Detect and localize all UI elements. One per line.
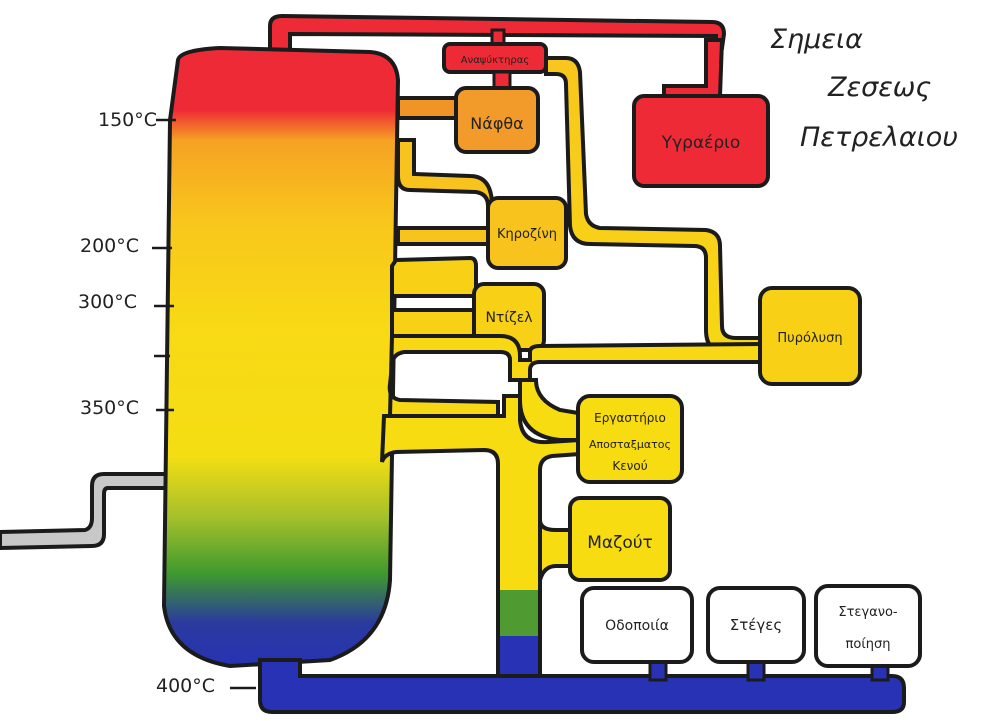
waterproof-label-line1: Στεγανο- — [838, 605, 898, 620]
temp-label-200: 200°C — [80, 235, 139, 257]
road-box — [580, 586, 694, 664]
temperature-ticks — [152, 118, 256, 690]
pyrolysis-box — [758, 286, 862, 386]
mazut-box — [568, 496, 672, 582]
distillation-column — [161, 45, 401, 669]
bottom-outlet-pipe — [258, 658, 906, 714]
waterproof-box — [814, 584, 922, 668]
kerosene-pipe — [396, 138, 494, 246]
temp-label-150: 150°C — [98, 109, 157, 131]
title-line1: Σημεια — [770, 24, 863, 55]
temp-label-400: 400°C — [156, 675, 215, 697]
vacuum-feed-pipe — [518, 378, 586, 442]
title-line3: Πετρελαιου — [800, 122, 958, 153]
diesel-label: Ντίζελ — [485, 310, 532, 326]
road-label: Οδοποιία — [605, 618, 669, 634]
naphtha-pipe — [396, 96, 458, 120]
lower-manifold — [380, 394, 582, 622]
lpg-box — [632, 94, 770, 188]
mazut-label: Μαζούτ — [587, 533, 653, 553]
kerosene-label: Κηροζίνη — [497, 227, 557, 242]
vacuum-label-line1: Εργαστήριο — [594, 411, 666, 425]
condenser-label: Αναψύκτηρας — [461, 54, 529, 66]
waterproof-label-line2: ποίηση — [846, 637, 891, 652]
vacuum-label-line2: Αποσταξματος — [589, 438, 671, 451]
feed-pipe — [0, 472, 174, 551]
lpg-label: Υγραέριο — [661, 133, 741, 153]
pyrolysis-label: Πυρόλυση — [777, 331, 842, 346]
temp-label-300: 300°C — [78, 291, 137, 313]
title-line2: Ζεσεως — [827, 72, 931, 103]
roofs-box — [706, 586, 806, 664]
naphtha-label: Νάφθα — [470, 114, 523, 133]
vacuum-lab-box — [576, 394, 684, 484]
naphtha-box — [454, 86, 540, 154]
residue-transition — [500, 590, 538, 636]
diesel-pipe — [390, 255, 478, 338]
roofs-label: Στέγες — [730, 616, 782, 634]
vacuum-label-line3: Κενού — [612, 459, 647, 473]
temp-label-350: 350°C — [80, 397, 139, 419]
kerosene-box — [486, 196, 568, 270]
